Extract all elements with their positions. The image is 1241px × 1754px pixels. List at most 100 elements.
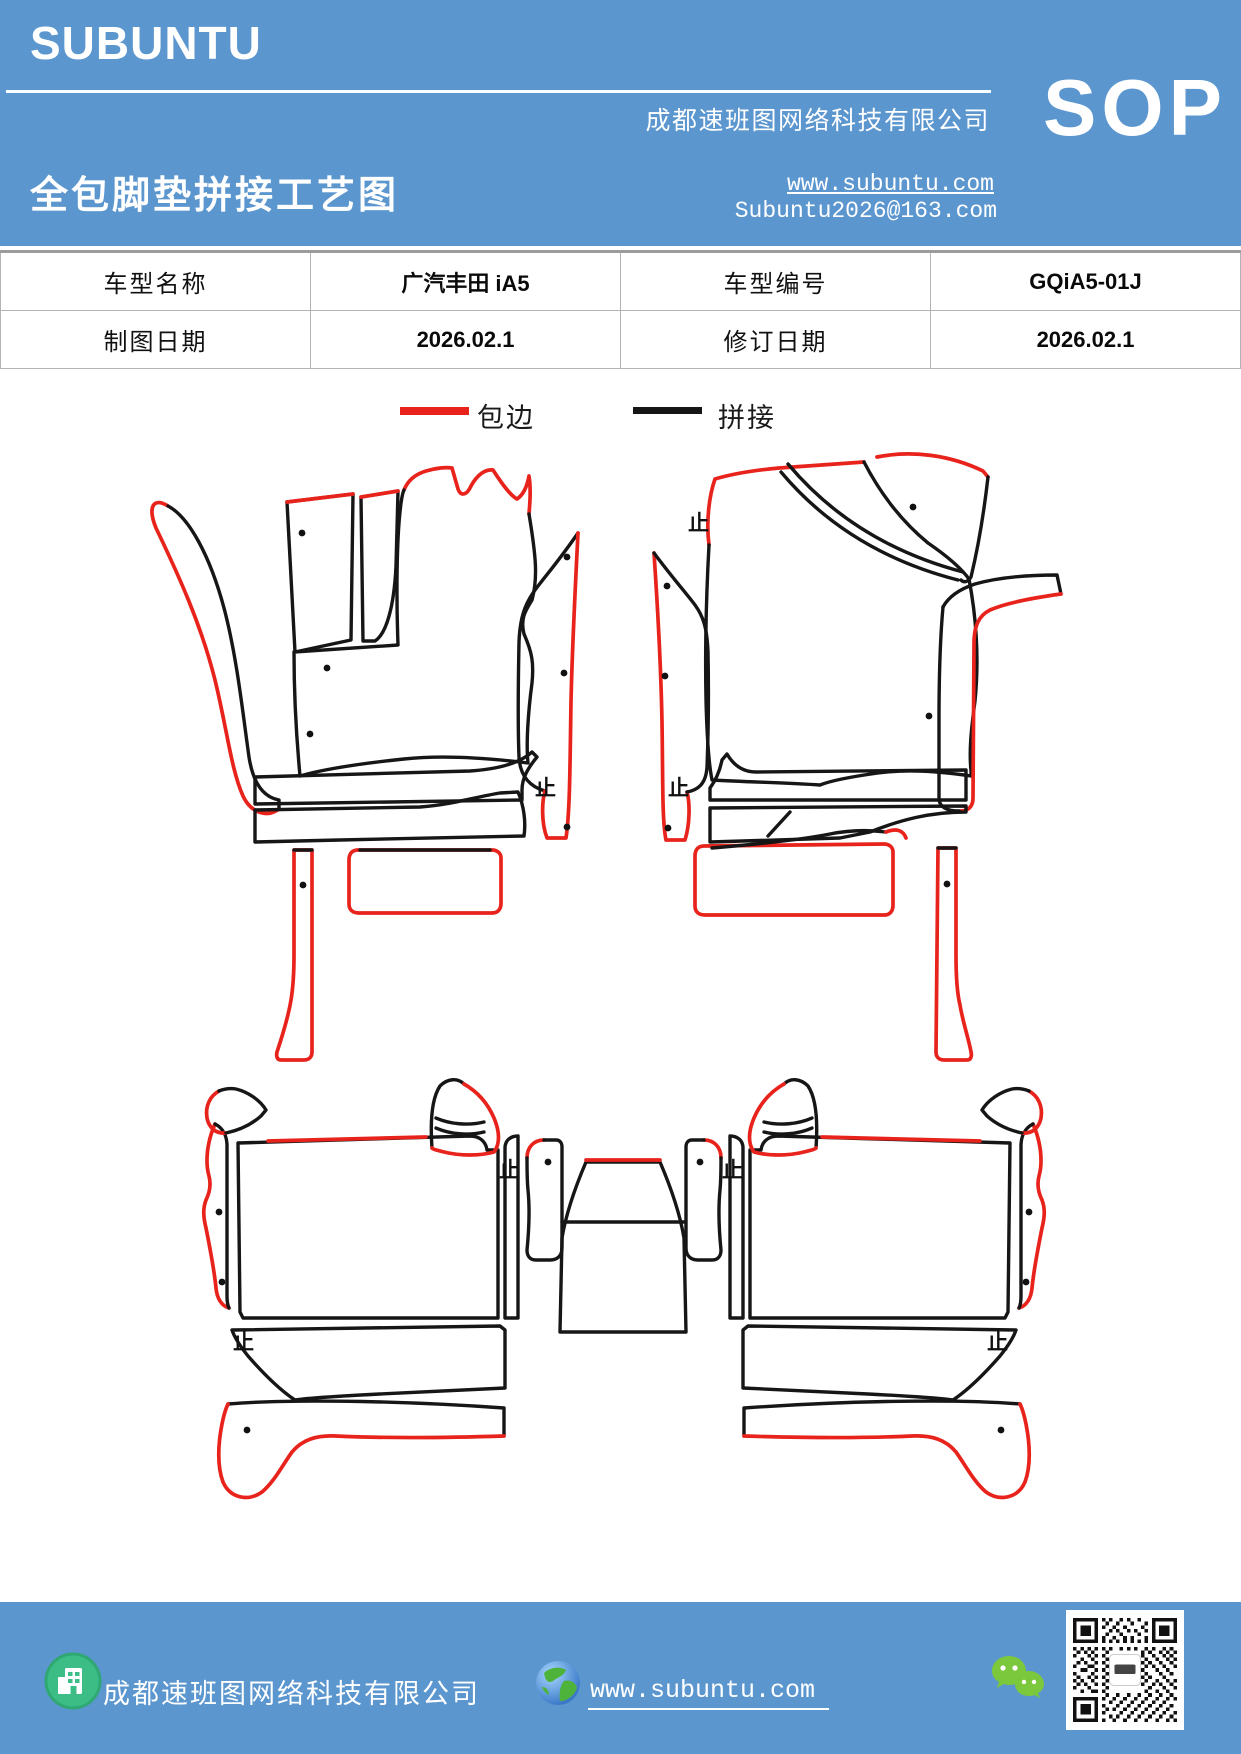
front-right-sail-strip-seam	[652, 551, 711, 794]
cell-model-name-value: 广汽丰田 iA5	[310, 250, 621, 311]
rear-right-main-mat-outline	[748, 1134, 1012, 1320]
footer-website-link[interactable]: www.subuntu.com	[588, 1676, 830, 1710]
cell-revise-date-value: 2026.02.1	[930, 310, 1241, 369]
rear-left-mat-group	[201, 1078, 564, 1500]
rear-right-boot-edge	[742, 1402, 1032, 1500]
qr-code	[1066, 1610, 1184, 1730]
header-email[interactable]: Subuntu2026@163.com	[734, 198, 997, 224]
stop-mark: 止	[668, 776, 689, 800]
front-right-bar-piece-1	[708, 752, 968, 802]
rear-left-headrest-inner-2	[434, 1116, 486, 1126]
rear-right-headrest-inner-1	[762, 1126, 814, 1136]
rear-left-boot-edge	[216, 1402, 506, 1500]
rear-right-side-strip-edge	[1017, 1122, 1047, 1310]
front-left-vertical-strip	[274, 848, 314, 1062]
mat-pattern-diagram: 止 止 止 止 止 止 止	[150, 452, 1063, 1500]
rear-right-mat-group	[684, 1078, 1047, 1500]
front-left-panel	[285, 492, 355, 654]
front-right-hook-strip-side	[937, 605, 961, 813]
cell-model-name-label: 车型名称	[0, 250, 311, 311]
front-right-mat-group	[652, 452, 1063, 1062]
legend-edge-label: 包边	[477, 403, 535, 433]
legend-seam-label: 拼接	[718, 403, 776, 433]
front-right-heel-pad-tab	[884, 828, 908, 840]
front-right-bar-tick	[766, 810, 792, 838]
rear-right-headrest-inner-2	[762, 1116, 814, 1126]
company-building-icon	[44, 1652, 102, 1710]
stop-marks: 止 止 止 止 止 止 止	[233, 511, 1008, 1354]
rear-right-side-strip-seam	[1017, 1122, 1035, 1310]
front-right-sail-strip-edge	[652, 551, 691, 842]
globe-icon	[536, 1661, 580, 1705]
rear-right-lower-trapezoid	[741, 1324, 1018, 1402]
cell-model-code-label: 车型编号	[620, 250, 931, 311]
front-left-heel-pad	[347, 848, 503, 915]
legend-edge-swatch	[400, 407, 469, 415]
front-left-side-strip-edge	[150, 500, 281, 816]
brand-logo: SUBUNTU	[30, 17, 262, 69]
rear-right-inner-piece-edge	[702, 1138, 723, 1160]
cell-model-code-value: GQiA5-01J	[930, 250, 1241, 311]
front-left-bar-piece-2	[253, 790, 527, 844]
stop-mark: 止	[987, 1330, 1008, 1354]
rear-left-headrest-seam	[429, 1078, 466, 1150]
header-divider-line	[6, 90, 991, 93]
table-row: 制图日期 2026.02.1 修订日期 2026.02.1	[0, 310, 1241, 369]
qr-code-pattern	[1066, 1611, 1184, 1729]
page-title: 全包脚垫拼接工艺图	[30, 175, 400, 217]
rear-left-bump-edge	[204, 1089, 228, 1135]
alignment-dots	[215, 503, 1033, 1434]
rear-left-main-mat-outline	[236, 1134, 500, 1320]
cell-draw-date-value: 2026.02.1	[310, 310, 621, 369]
rear-right-edge-strip	[728, 1134, 745, 1320]
stop-mark: 止	[688, 511, 709, 535]
header-website-link[interactable]: www.subuntu.com	[786, 171, 994, 197]
front-left-mat-group	[150, 465, 580, 1062]
front-right-heel-pad	[693, 842, 895, 917]
front-right-heel-pad-seam	[710, 828, 888, 850]
rear-left-inner-piece-outline	[525, 1138, 564, 1262]
rear-left-side-strip-seam	[213, 1122, 231, 1310]
front-left-narrow-strip-edge	[359, 489, 400, 499]
rear-right-bump-seam	[980, 1086, 1031, 1135]
rear-left-headrest-inner-1	[434, 1126, 486, 1136]
front-left-bar-piece-1	[253, 750, 539, 806]
footer-company-name: 成都速班图网络科技有限公司	[103, 1679, 480, 1709]
front-left-panel-edge	[285, 492, 355, 504]
front-right-flap-seam-2	[786, 462, 965, 574]
front-left-main-mat-edge	[402, 465, 532, 516]
front-left-narrow-strip	[359, 489, 400, 643]
stop-mark: 止	[535, 776, 556, 800]
rear-left-headrest-edge	[430, 1082, 501, 1157]
front-right-hook-strip-seam	[941, 573, 1063, 609]
sop-badge: SOP	[1043, 63, 1227, 152]
cell-revise-date-label: 修订日期	[620, 310, 931, 369]
stop-mark: 止	[499, 1158, 520, 1182]
rear-right-bump-edge	[1020, 1089, 1044, 1135]
rear-left-edge-strip	[503, 1134, 520, 1320]
legend-seam-swatch	[633, 407, 702, 414]
rear-right-headrest-edge	[747, 1082, 818, 1157]
rear-left-side-strip-edge	[201, 1122, 231, 1310]
header-banner: SUBUNTU 全包脚垫拼接工艺图 成都速班图网络科技有限公司 www.subu…	[0, 0, 1241, 246]
cell-draw-date-label: 制图日期	[0, 310, 311, 369]
wechat-icon	[992, 1656, 1044, 1698]
tunnel-outline	[558, 1160, 688, 1334]
rear-left-main-mat-edge	[266, 1135, 428, 1143]
front-right-flap-outline	[959, 475, 990, 584]
front-right-main-mat-outline	[703, 460, 979, 787]
front-left-main-mat-outline	[292, 488, 538, 778]
rear-left-boot-seam	[226, 1399, 506, 1438]
front-right-flap-edge	[875, 452, 990, 479]
rear-right-headrest-seam	[782, 1078, 819, 1150]
front-left-sail-strip-edge	[540, 531, 580, 840]
front-left-side-strip-seam	[166, 504, 281, 811]
rear-right-boot-seam	[742, 1399, 1022, 1438]
center-tunnel-group	[558, 1158, 688, 1334]
stop-mark: 止	[722, 1158, 743, 1182]
rear-left-inner-piece-edge	[525, 1138, 546, 1160]
rear-right-main-mat-edge	[820, 1135, 982, 1143]
front-left-sail-strip-seam	[516, 531, 580, 793]
front-right-vertical-strip	[934, 846, 974, 1062]
